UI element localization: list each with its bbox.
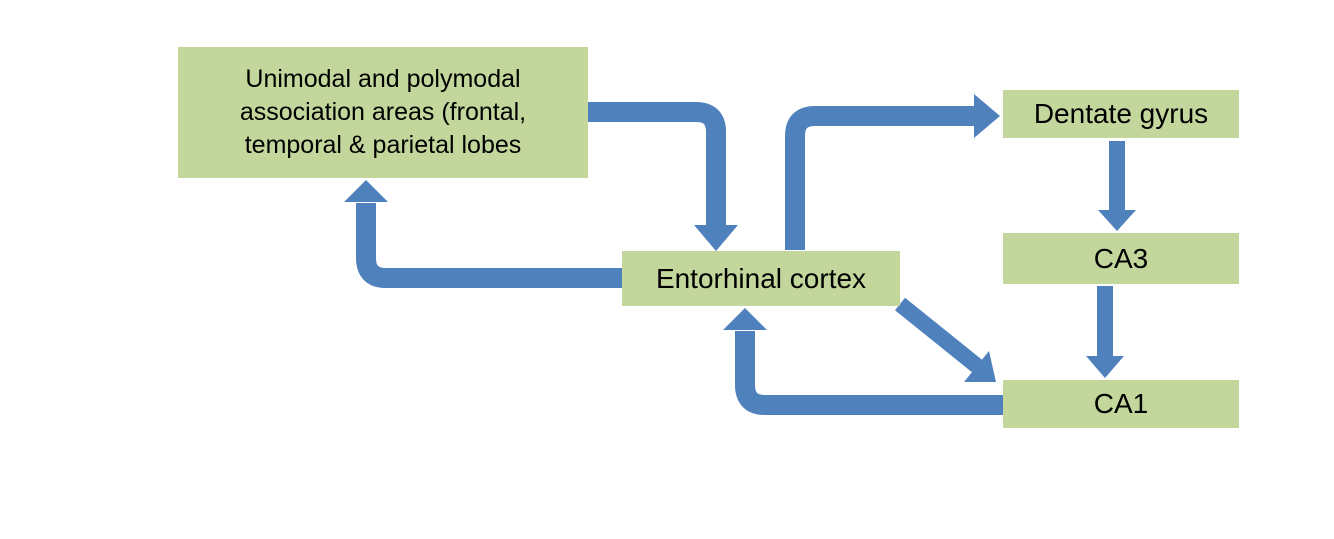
arrow-entorhinal-to-ca1 bbox=[894, 297, 996, 382]
box-ca3: CA3 bbox=[1003, 233, 1239, 284]
association-line-1: Unimodal and polymodal bbox=[245, 65, 521, 93]
box-entorhinal-cortex: Entorhinal cortex bbox=[622, 251, 900, 306]
box-entorhinal-cortex-label: Entorhinal cortex bbox=[655, 262, 867, 294]
box-association-areas: Unimodal and polymodal association areas… bbox=[178, 47, 588, 178]
box-ca3-label: CA3 bbox=[1093, 242, 1149, 274]
box-ca1: CA1 bbox=[1003, 380, 1239, 428]
arrow-association-to-entorhinal bbox=[588, 102, 738, 251]
arrow-ca3-to-ca1 bbox=[1086, 286, 1124, 378]
box-ca1-label: CA1 bbox=[1093, 388, 1149, 419]
box-dentate-gyrus-label: Dentate gyrus bbox=[1033, 98, 1209, 129]
association-line-3: temporal & parietal lobes bbox=[244, 131, 522, 159]
arrow-entorhinal-to-dentate bbox=[785, 94, 1000, 250]
arrow-entorhinal-to-association bbox=[344, 180, 622, 288]
arrow-ca1-to-entorhinal bbox=[723, 308, 1003, 415]
association-line-2: association areas (frontal, bbox=[239, 98, 527, 126]
box-dentate-gyrus: Dentate gyrus bbox=[1003, 90, 1239, 138]
arrow-dentate-to-ca3 bbox=[1098, 141, 1136, 231]
box-association-areas-label: Unimodal and polymodal association areas… bbox=[240, 63, 526, 162]
